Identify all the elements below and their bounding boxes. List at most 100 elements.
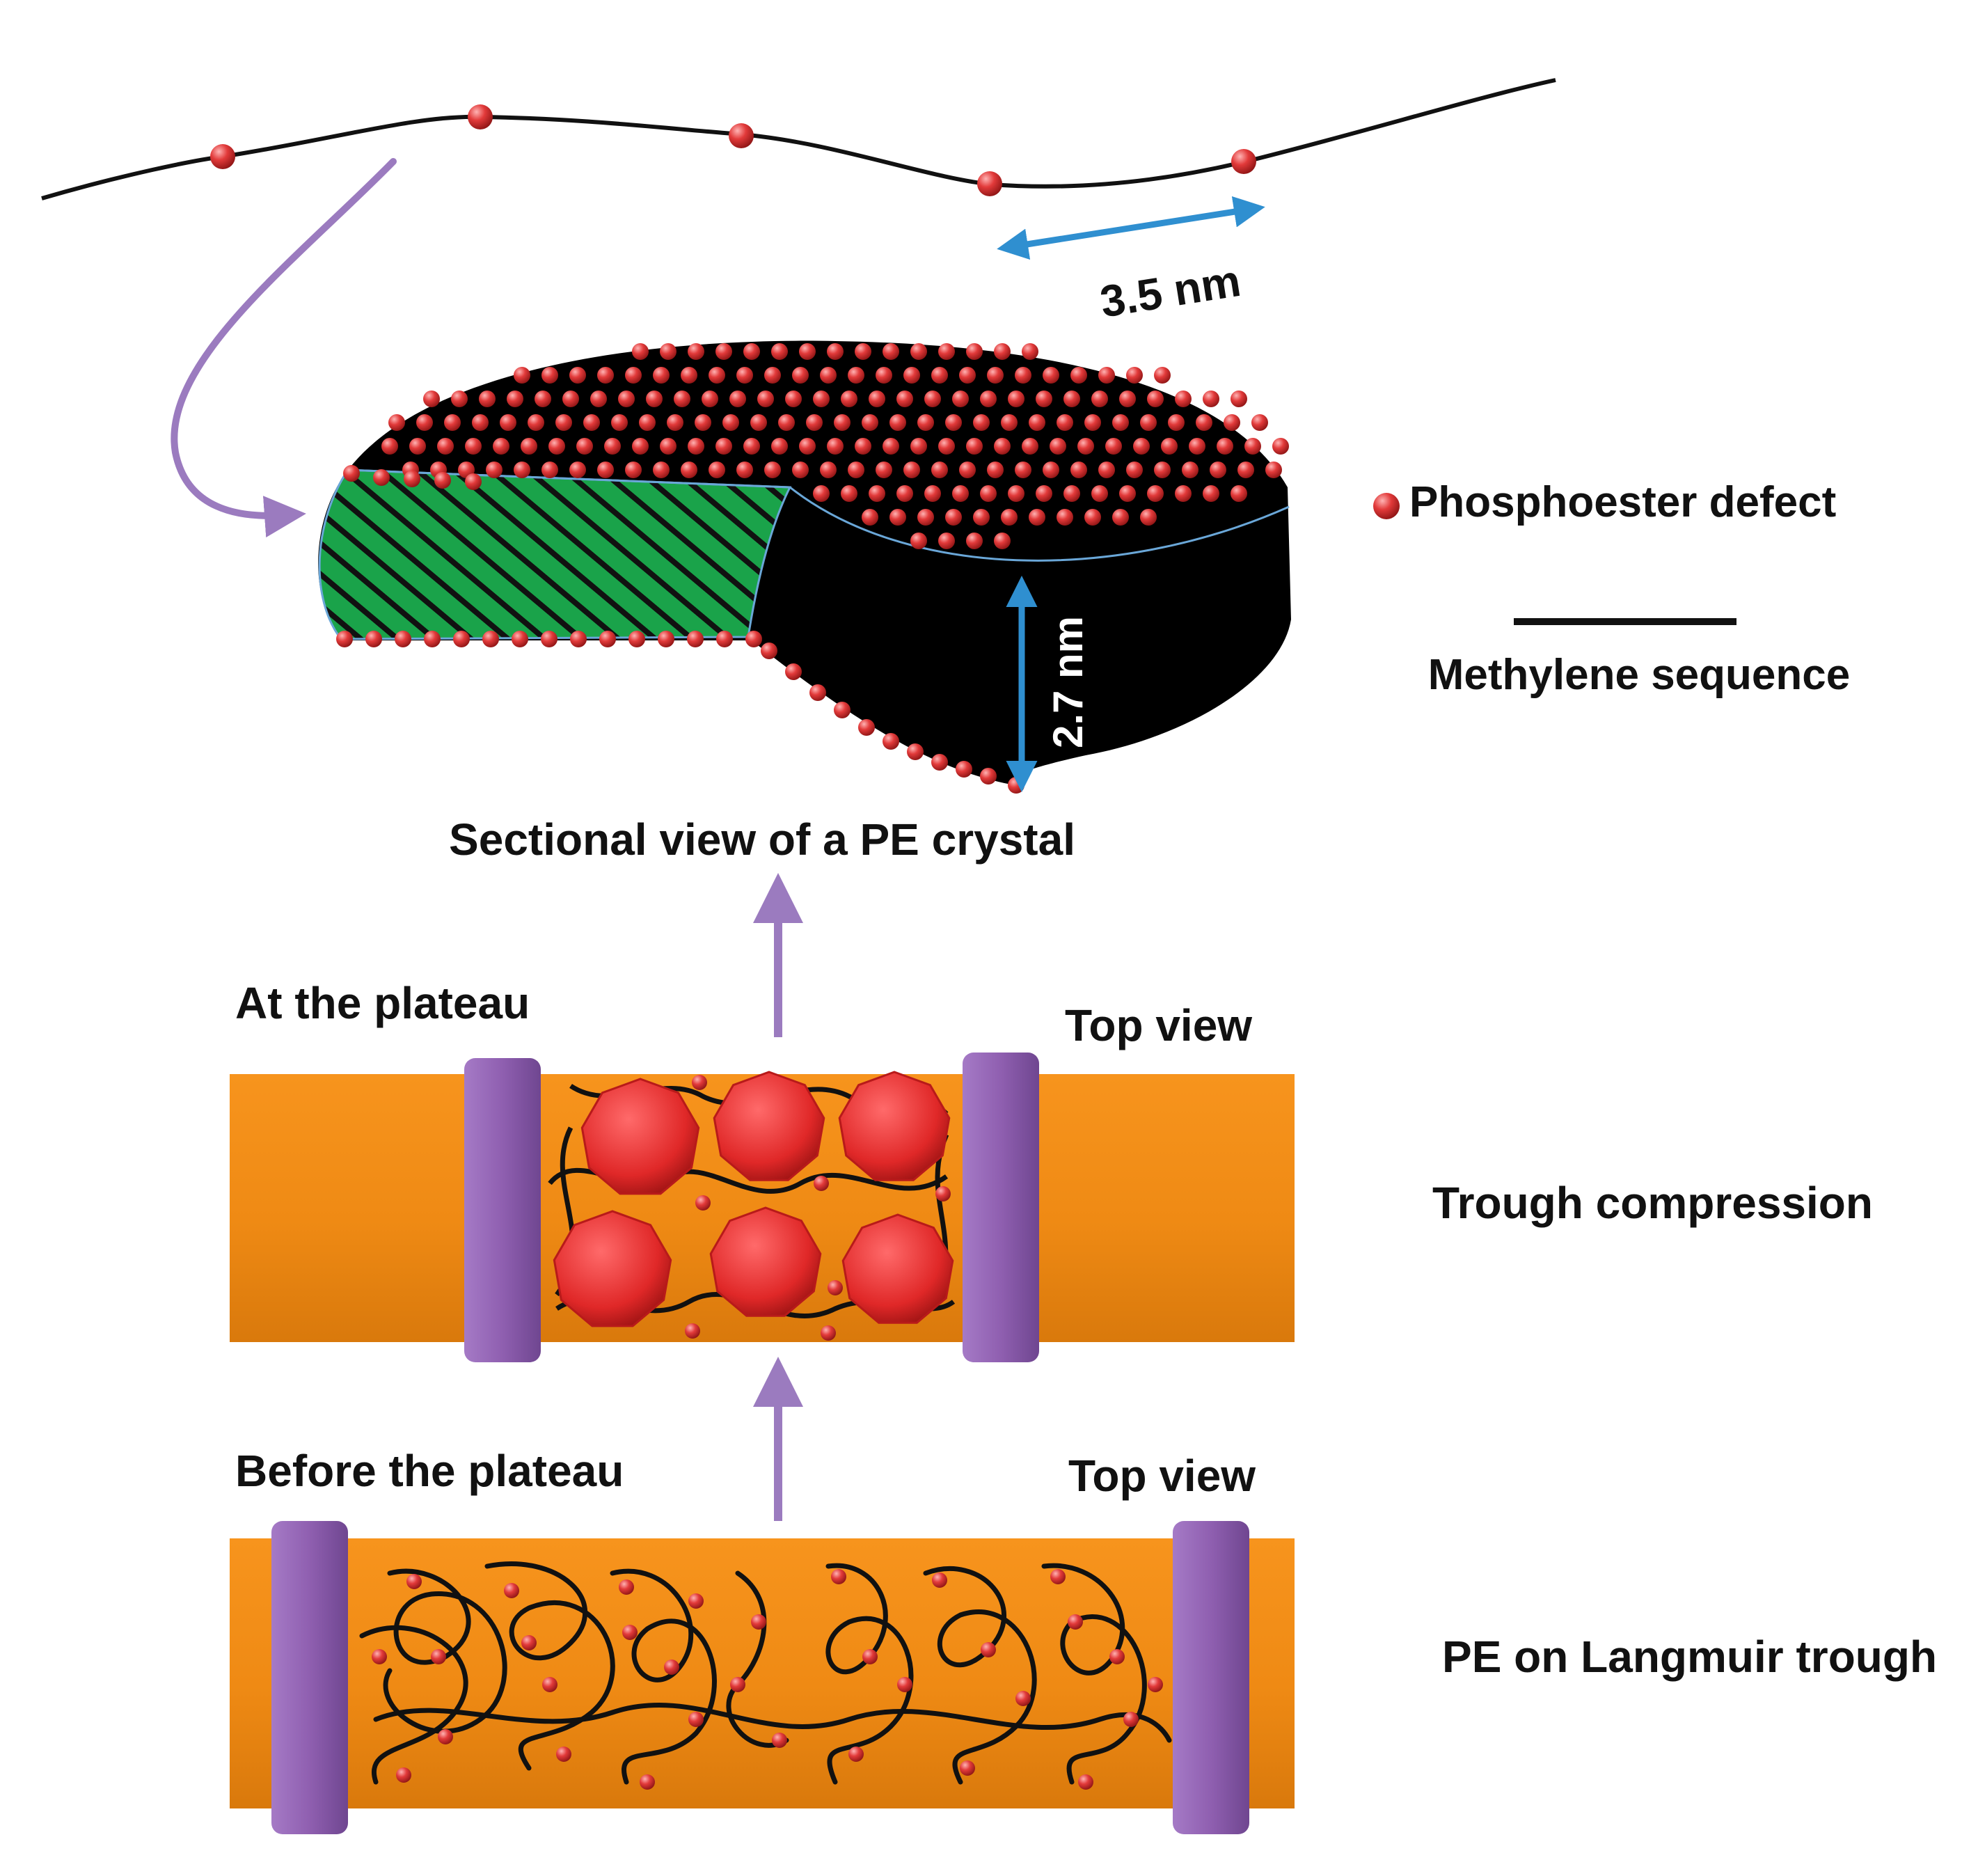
defect-bead — [952, 391, 969, 407]
coiled-chain — [923, 1566, 1037, 1785]
defect-bead — [883, 343, 899, 360]
defect-bead — [977, 171, 1002, 196]
defect-bead — [625, 367, 642, 384]
defect-bead — [541, 462, 558, 478]
defect-bead — [1063, 391, 1080, 407]
defect-bead — [1231, 391, 1247, 407]
at-plateau-label: At the plateau — [235, 978, 530, 1028]
defect-bead — [541, 631, 557, 647]
defect-bead — [695, 414, 711, 431]
defect-bead — [821, 1325, 836, 1341]
defect-bead — [924, 485, 941, 502]
defect-bead — [599, 631, 616, 647]
defect-bead — [1015, 1691, 1031, 1706]
spacing-arrow — [997, 196, 1265, 260]
defect-bead — [855, 343, 871, 360]
defect-bead — [479, 391, 496, 407]
defect-bead — [628, 631, 645, 647]
defect-bead — [507, 391, 523, 407]
defect-bead — [632, 343, 649, 360]
defect-bead — [1251, 414, 1268, 431]
crystal-surface-defects — [381, 343, 1289, 549]
defect-bead — [876, 367, 892, 384]
defect-bead — [938, 533, 955, 549]
defect-bead — [764, 462, 781, 478]
defect-bead — [653, 462, 670, 478]
defect-bead — [931, 754, 948, 771]
defect-bead — [688, 343, 704, 360]
defect-bead — [876, 462, 892, 478]
defect-bead — [423, 391, 440, 407]
coiled-chain — [359, 1625, 468, 1785]
thickness-label: 2.7 nm — [1045, 616, 1091, 748]
red-sphere-icon — [1373, 493, 1400, 519]
defect-bead — [486, 462, 503, 478]
defect-bead — [1203, 485, 1219, 502]
defect-bead — [640, 1774, 655, 1790]
defect-bead — [730, 1677, 745, 1692]
defect-bead — [858, 719, 875, 736]
coiled-chains — [359, 1561, 1172, 1790]
defect-bead — [465, 438, 482, 455]
defect-bead — [994, 343, 1011, 360]
defect-bead — [1112, 509, 1129, 526]
defect-bead — [493, 438, 509, 455]
defect-bead — [1265, 462, 1282, 478]
defect-bead — [619, 1579, 634, 1595]
defect-bead — [820, 462, 837, 478]
defect-bead — [406, 1574, 422, 1589]
defect-bead — [1015, 367, 1031, 384]
defect-bead — [1084, 414, 1101, 431]
defect-bead — [952, 485, 969, 502]
defect-bead — [973, 414, 990, 431]
defect-bead — [980, 485, 997, 502]
defect-bead — [688, 1712, 704, 1727]
defect-bead — [1203, 391, 1219, 407]
defect-bead — [935, 1186, 951, 1201]
defect-bead — [1091, 391, 1108, 407]
defect-bead — [761, 643, 777, 659]
defect-bead — [896, 391, 913, 407]
defect-bead — [514, 367, 530, 384]
defect-bead — [409, 438, 426, 455]
defect-bead — [468, 104, 493, 129]
defect-bead — [1057, 509, 1073, 526]
defect-bead — [451, 391, 468, 407]
defect-bead — [1022, 438, 1038, 455]
defect-bead — [625, 462, 642, 478]
defect-bead — [622, 1625, 638, 1640]
defect-bead — [639, 414, 656, 431]
top-view-label-1: Top view — [1065, 1000, 1252, 1050]
defect-bead — [848, 1747, 864, 1762]
defect-bead — [1123, 1712, 1139, 1727]
defect-bead — [388, 414, 405, 431]
defect-bead — [381, 438, 398, 455]
defect-bead — [862, 1649, 878, 1664]
defect-bead — [583, 414, 600, 431]
defect-bead — [562, 391, 579, 407]
defect-bead — [1154, 462, 1171, 478]
defect-bead — [674, 391, 690, 407]
defect-bead — [1182, 462, 1198, 478]
left-barrier — [271, 1521, 348, 1834]
defect-bead — [1231, 149, 1256, 174]
defect-bead — [569, 367, 586, 384]
spacing-label: 3.5 nm — [1097, 255, 1244, 327]
top-view-label-2: Top view — [1068, 1451, 1256, 1501]
defect-bead — [424, 631, 441, 647]
defect-bead — [1231, 485, 1247, 502]
defect-bead — [528, 414, 544, 431]
defect-bead — [932, 1572, 947, 1588]
defect-bead — [827, 438, 844, 455]
coiled-chain — [610, 1568, 717, 1785]
defect-bead — [736, 462, 753, 478]
defect-bead — [736, 367, 753, 384]
legend: Phosphoester defect Methylene sequence — [1373, 478, 1850, 699]
defect-bead — [715, 343, 732, 360]
methylene-chain-line — [41, 78, 1556, 200]
defect-bead — [1210, 462, 1226, 478]
defect-bead — [1050, 438, 1066, 455]
defect-bead — [945, 414, 962, 431]
legend-defect-label: Phosphoester defect — [1409, 478, 1836, 526]
defect-bead — [956, 761, 972, 778]
